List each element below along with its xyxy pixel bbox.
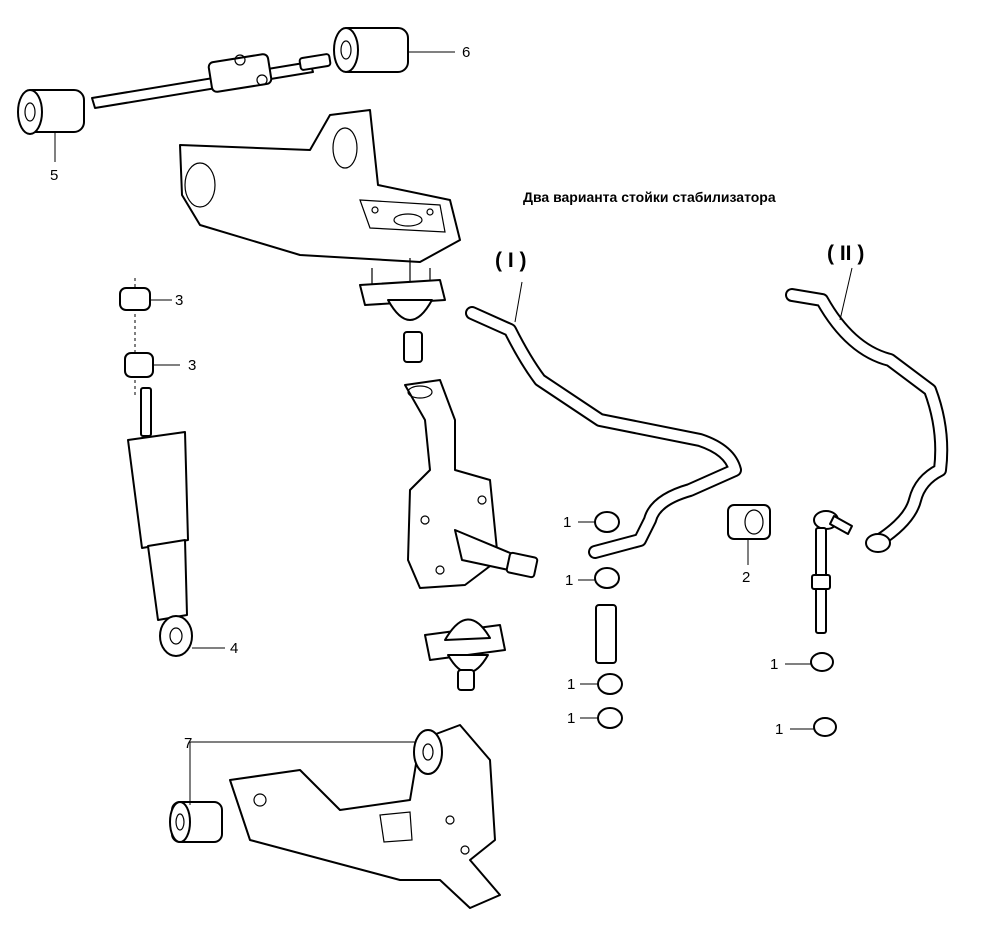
callout-1-f: 1: [775, 721, 783, 738]
bushing-7: [169, 801, 223, 843]
stabilizer-link-variant-1: [594, 511, 623, 729]
shock-absorber: [119, 278, 193, 657]
callout-6: 6: [462, 44, 470, 61]
callout-4: 4: [230, 640, 238, 657]
lower-control-arm: [229, 724, 501, 909]
callout-1-b: 1: [565, 572, 573, 589]
callout-7: 7: [184, 735, 192, 752]
bushing-6: [333, 27, 409, 73]
callout-1-e: 1: [770, 656, 778, 673]
steering-knuckle: [404, 379, 539, 589]
callout-1-a: 1: [563, 514, 571, 531]
callout-3-lower: 3: [188, 357, 196, 374]
callout-1-d: 1: [567, 710, 575, 727]
callout-5: 5: [50, 167, 58, 184]
stabilizer-bar-variant-2: [785, 288, 949, 553]
lower-ball-joint: [424, 618, 506, 691]
variant-1-label: ( I ): [495, 249, 527, 272]
callout-1-c: 1: [567, 676, 575, 693]
diagram-caption: Два варианта стойки стабилизатора: [523, 189, 776, 205]
upper-arm-shaft: [91, 53, 332, 109]
bushing-5: [17, 89, 85, 135]
stabilizer-bushing: [727, 504, 771, 540]
callout-3-upper: 3: [175, 292, 183, 309]
stabilizer-bar-variant-1: [465, 306, 742, 559]
stabilizer-link-variant-2: [810, 510, 853, 737]
upper-ball-joint: [359, 258, 446, 363]
variant-2-label: ( II ): [827, 242, 864, 265]
leader-lines: [54, 51, 853, 805]
callout-2: 2: [742, 569, 750, 586]
upper-control-arm: [179, 109, 461, 263]
